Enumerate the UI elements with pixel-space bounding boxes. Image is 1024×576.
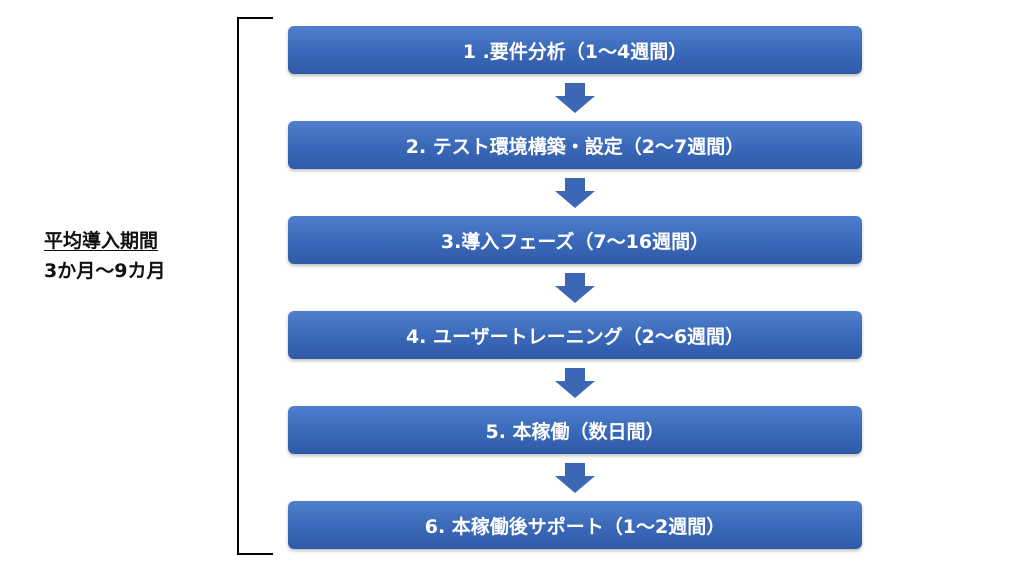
average-implementation-period: 平均導入期間 3か月～9カ月 <box>44 226 234 286</box>
down-arrow-icon <box>555 272 595 303</box>
down-arrow-icon <box>555 462 595 493</box>
step-1-requirements-analysis: 1 .要件分析（1～4週間） <box>288 26 862 74</box>
step-3-implementation-phase: 3.導入フェーズ（7～16週間） <box>288 216 862 264</box>
summary-range: 3か月～9カ月 <box>44 260 166 282</box>
flow-arrow-1 <box>288 74 862 121</box>
down-arrow-icon <box>555 177 595 208</box>
step-6-post-go-live-support: 6. 本稼働後サポート（1～2週間） <box>288 501 862 549</box>
flow-arrow-2 <box>288 169 862 216</box>
step-2-test-environment: 2. テスト環境構築・設定（2～7週間） <box>288 121 862 169</box>
step-4-user-training: 4. ユーザートレーニング（2～6週間） <box>288 311 862 359</box>
step-5-go-live: 5. 本稼働（数日間） <box>288 406 862 454</box>
down-arrow-icon <box>555 82 595 113</box>
flow-arrow-3 <box>288 264 862 311</box>
flow-arrow-4 <box>288 359 862 406</box>
down-arrow-icon <box>555 367 595 398</box>
flow-arrow-5 <box>288 454 862 501</box>
timeline-bracket <box>237 17 273 555</box>
process-steps: 1 .要件分析（1～4週間） 2. テスト環境構築・設定（2～7週間） 3.導入… <box>288 26 862 549</box>
summary-title: 平均導入期間 <box>44 230 159 252</box>
